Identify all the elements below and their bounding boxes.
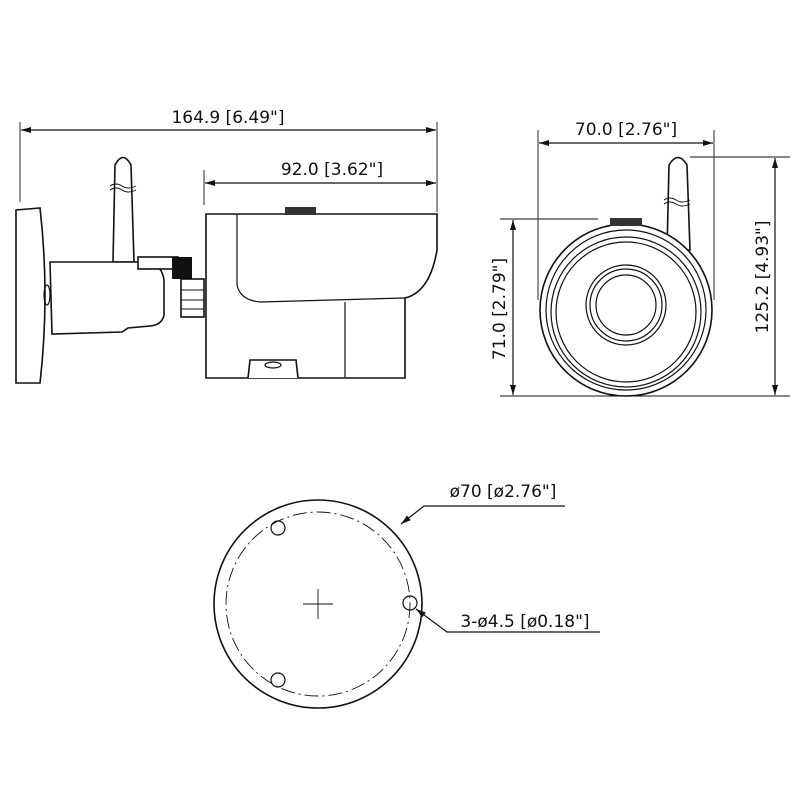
mount-hole: [402, 595, 418, 611]
mount-holes-label: 3-ø4.5 [ø0.18"]: [460, 612, 589, 632]
base-diameter-label: ø70 [ø2.76"]: [450, 482, 557, 502]
housing-outline: [539, 223, 713, 397]
antenna-front: [666, 156, 691, 251]
overall-length-label: 164.9 [6.49"]: [171, 108, 284, 128]
mount-hole: [270, 672, 286, 688]
mount-arm: [49, 261, 165, 335]
bolt-circle: [225, 511, 411, 697]
sunshield-screw: [285, 207, 316, 215]
camera-body: [205, 213, 438, 379]
lens-ring: [585, 264, 667, 346]
mount-hole: [270, 520, 286, 536]
lens: [595, 274, 657, 336]
connector-nut: [172, 257, 192, 279]
antenna: [112, 156, 135, 263]
base-view: ø70 [ø2.76"] 3-ø4.5 [ø0.18"]: [213, 482, 600, 709]
side-view: 164.9 [6.49"] 92.0 [3.62"]: [15, 108, 438, 384]
front-view: 70.0 [2.76"] 125.2 [4.93"] 71.0 [2.79"]: [490, 120, 790, 397]
width-label: 70.0 [2.76"]: [575, 120, 677, 140]
body-length-label: 92.0 [3.62"]: [281, 160, 383, 180]
body-height-label: 71.0 [2.79"]: [490, 258, 510, 360]
overall-height-label: 125.2 [4.93"]: [753, 220, 773, 333]
mounting-plate: [15, 207, 46, 384]
